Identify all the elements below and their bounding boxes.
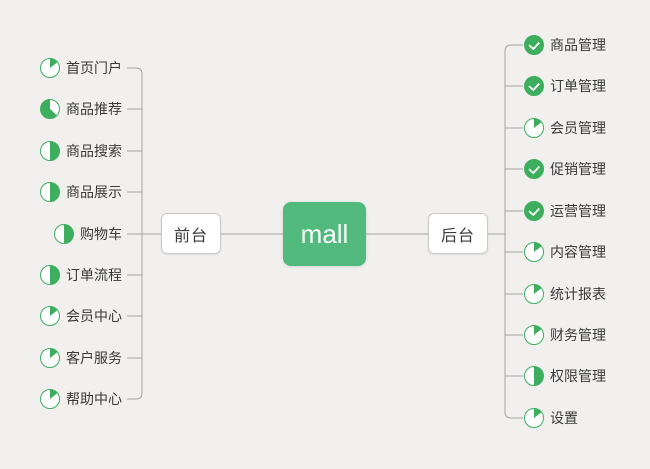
topic-label: 商品管理 (550, 37, 606, 53)
branch-node-backend[interactable]: 后台 (428, 213, 488, 254)
topic-label: 统计报表 (550, 286, 606, 302)
progress-icon (54, 224, 74, 244)
topic-label: 商品推荐 (66, 101, 122, 117)
progress-icon (524, 242, 544, 262)
progress-icon (524, 159, 544, 179)
topic-label: 设置 (550, 410, 578, 426)
topic-item[interactable]: 客户服务 (40, 346, 122, 370)
topic-label: 购物车 (80, 226, 122, 242)
topic-label: 财务管理 (550, 327, 606, 343)
topic-label: 权限管理 (550, 368, 606, 384)
topic-item[interactable]: 商品搜索 (40, 139, 122, 163)
progress-icon (40, 265, 60, 285)
central-topic-mall[interactable]: mall (283, 202, 366, 266)
topic-item[interactable]: 帮助中心 (40, 387, 122, 411)
topic-item[interactable]: 促销管理 (524, 157, 606, 181)
topic-item[interactable]: 权限管理 (524, 364, 606, 388)
topic-label: 内容管理 (550, 244, 606, 260)
progress-icon (524, 201, 544, 221)
topic-item[interactable]: 会员中心 (40, 304, 122, 328)
topic-item[interactable]: 统计报表 (524, 282, 606, 306)
progress-icon (524, 366, 544, 386)
left-branch-connector (127, 67, 143, 400)
topic-item[interactable]: 商品展示 (40, 180, 122, 204)
topic-item[interactable]: 订单管理 (524, 74, 606, 98)
progress-icon (524, 408, 544, 428)
progress-icon (40, 58, 60, 78)
topic-item[interactable]: 购物车 (54, 222, 122, 246)
progress-icon (524, 76, 544, 96)
progress-icon (40, 306, 60, 326)
progress-icon (524, 118, 544, 138)
progress-icon (524, 35, 544, 55)
topic-label: 订单管理 (550, 78, 606, 94)
central-topic-label: mall (300, 218, 349, 249)
topic-item[interactable]: 会员管理 (524, 116, 606, 140)
progress-icon (524, 284, 544, 304)
topic-item[interactable]: 设置 (524, 406, 578, 430)
branch-label: 前台 (173, 227, 208, 245)
topic-item[interactable]: 运营管理 (524, 199, 606, 223)
topic-label: 运营管理 (550, 203, 606, 219)
topic-label: 商品展示 (66, 184, 122, 200)
progress-icon (40, 141, 60, 161)
progress-icon (524, 325, 544, 345)
branch-node-frontend[interactable]: 前台 (161, 213, 221, 254)
topic-label: 首页门户 (66, 60, 122, 76)
topic-label: 会员管理 (550, 120, 606, 136)
topic-item[interactable]: 首页门户 (40, 56, 122, 80)
progress-icon (40, 389, 60, 409)
progress-icon (40, 99, 60, 119)
topic-item[interactable]: 商品管理 (524, 33, 606, 57)
branch-label: 后台 (440, 227, 475, 245)
progress-icon (40, 348, 60, 368)
topic-label: 商品搜索 (66, 143, 122, 159)
topic-item[interactable]: 商品推荐 (40, 97, 122, 121)
topic-label: 订单流程 (66, 267, 122, 283)
progress-icon (40, 182, 60, 202)
topic-label: 客户服务 (66, 350, 122, 366)
topic-item[interactable]: 内容管理 (524, 240, 606, 264)
topic-label: 会员中心 (66, 308, 122, 324)
topic-label: 帮助中心 (66, 391, 122, 407)
topic-item[interactable]: 财务管理 (524, 323, 606, 347)
topic-label: 促销管理 (550, 161, 606, 177)
topic-item[interactable]: 订单流程 (40, 263, 122, 287)
right-branch-connector (504, 44, 523, 419)
